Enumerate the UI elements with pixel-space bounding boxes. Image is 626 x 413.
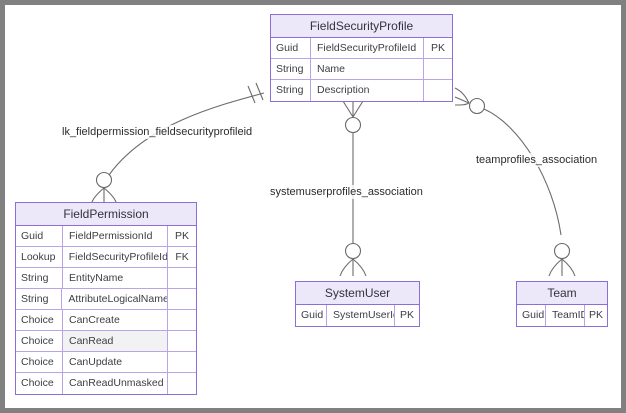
crowsfoot-fsp-tm-top: [454, 87, 470, 104]
attribute-type: Guid: [517, 305, 546, 326]
attribute-row[interactable]: Guid SystemUserId PK: [296, 305, 419, 326]
attribute-name: EntityName: [63, 268, 168, 288]
cardinality-zero-circle-tm: [553, 242, 571, 260]
relationship-label-systemuserprofiles-association[interactable]: systemuserprofiles_association: [270, 185, 423, 199]
attribute-name: CanCreate: [63, 310, 168, 330]
attribute-type: String: [16, 268, 63, 288]
cardinality-zero-circle-fsp-su: [344, 116, 362, 134]
attribute-name: Description: [311, 80, 424, 101]
relationship-label-lk-fieldpermission-fieldsecurityprofileid[interactable]: lk_fieldpermission_fieldsecurityprofilei…: [62, 125, 253, 139]
attribute-key: [424, 59, 452, 79]
attribute-row[interactable]: Guid FieldPermissionId PK: [16, 226, 196, 247]
cardinality-one-tick-b: [255, 82, 264, 101]
attribute-type: String: [271, 59, 311, 79]
attribute-key: PK: [399, 309, 414, 321]
attribute-name: SystemUserId: [327, 305, 395, 326]
attribute-row[interactable]: String Description: [271, 80, 452, 101]
attribute-row[interactable]: Lookup FieldSecurityProfileId FK: [16, 247, 196, 268]
attribute-name: AttributeLogicalName: [62, 289, 169, 309]
diagram-canvas[interactable]: FieldSecurityProfile Guid FieldSecurityP…: [5, 5, 621, 408]
attribute-type: Lookup: [16, 247, 63, 267]
attribute-name: FieldPermissionId: [63, 226, 168, 246]
attribute-name: CanUpdate: [63, 352, 168, 372]
attribute-type: String: [16, 289, 63, 309]
attribute-type: Choice: [16, 331, 63, 351]
cardinality-zero-circle-su: [344, 242, 362, 260]
crowsfoot-fp-right: [103, 187, 117, 203]
entity-title: FieldSecurityProfile: [271, 15, 452, 38]
entity-systemuser[interactable]: SystemUser Guid SystemUserId PK: [295, 281, 420, 327]
attribute-row[interactable]: Guid TeamID PK: [517, 305, 607, 326]
connector-teamprofiles: [483, 108, 562, 236]
attribute-type: Guid: [16, 226, 63, 246]
attribute-row[interactable]: Choice CanCreate: [16, 310, 196, 331]
attribute-key: [168, 268, 196, 288]
entity-title: Team: [517, 282, 607, 305]
crowsfoot-fsp-su-right: [352, 100, 364, 118]
attribute-key: PK: [174, 230, 189, 242]
entity-fieldpermission[interactable]: FieldPermission Guid FieldPermissionId P…: [15, 202, 197, 395]
entity-title: SystemUser: [296, 282, 419, 305]
crowsfoot-tm-right: [561, 258, 576, 277]
attribute-row[interactable]: Choice CanRead: [16, 331, 196, 352]
attribute-key: [168, 352, 196, 372]
entity-title: FieldPermission: [16, 203, 196, 226]
attribute-key: FK: [175, 251, 189, 263]
crowsfoot-fp-left: [91, 187, 105, 203]
attribute-name: TeamID: [546, 305, 585, 326]
attribute-type: Choice: [16, 310, 63, 330]
attribute-name: Name: [311, 59, 424, 79]
attribute-key: [168, 373, 196, 394]
attribute-type: String: [271, 80, 311, 101]
attribute-name: CanRead: [63, 331, 168, 351]
attribute-key: [168, 331, 196, 351]
attribute-row[interactable]: Choice CanReadUnmasked: [16, 373, 196, 394]
attribute-type: Guid: [296, 305, 327, 326]
attribute-name: FieldSecurityProfileId: [63, 247, 169, 267]
crowsfoot-su-right: [352, 258, 367, 277]
crowsfoot-fsp-tm-bot: [454, 102, 470, 106]
attribute-type: Choice: [16, 373, 63, 394]
attribute-name: CanReadUnmasked: [63, 373, 168, 394]
attribute-key: [424, 80, 452, 101]
attribute-type: Guid: [271, 38, 311, 58]
relationship-label-teamprofiles-association[interactable]: teamprofiles_association: [476, 153, 598, 167]
entity-team[interactable]: Team Guid TeamID PK: [516, 281, 608, 327]
crowsfoot-su-left: [339, 258, 354, 277]
crowsfoot-fsp-tm-stem: [454, 96, 470, 104]
crowsfoot-fsp-su-left: [342, 100, 354, 118]
crowsfoot-tm-left: [548, 258, 563, 277]
attribute-row[interactable]: String EntityName: [16, 268, 196, 289]
attribute-row[interactable]: String AttributeLogicalName: [16, 289, 196, 310]
attribute-row[interactable]: String Name: [271, 59, 452, 80]
attribute-key: [168, 289, 196, 309]
attribute-row[interactable]: Choice CanUpdate: [16, 352, 196, 373]
entity-fieldsecurityprofile[interactable]: FieldSecurityProfile Guid FieldSecurityP…: [270, 14, 453, 102]
cardinality-one-tick-a: [247, 85, 256, 104]
attribute-key: PK: [588, 309, 603, 321]
attribute-row[interactable]: Guid FieldSecurityProfileId PK: [271, 38, 452, 59]
attribute-name: FieldSecurityProfileId: [311, 38, 424, 58]
cardinality-zero-circle-fsp-tm: [468, 97, 486, 115]
attribute-key: [168, 310, 196, 330]
attribute-key: PK: [430, 42, 445, 54]
cardinality-zero-circle-fp: [95, 171, 113, 189]
attribute-type: Choice: [16, 352, 63, 372]
